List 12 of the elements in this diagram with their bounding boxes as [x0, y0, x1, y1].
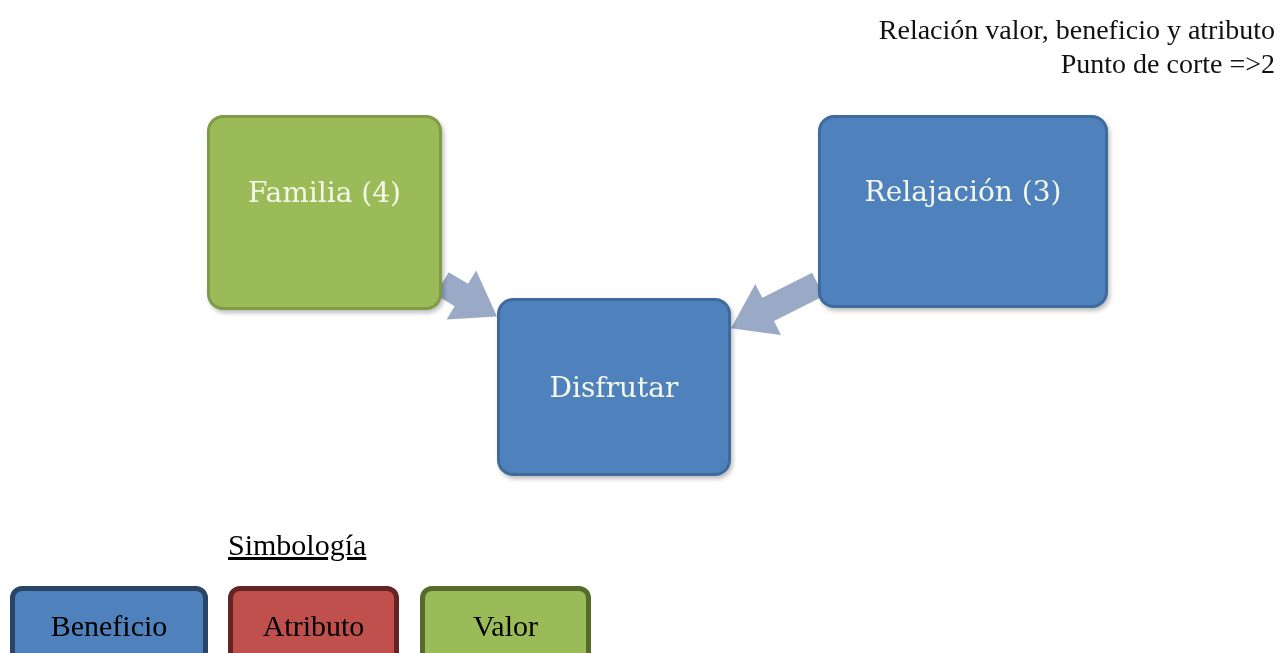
legend-text: Valor [473, 609, 538, 644]
cutoff-note: Punto de corte =>2 [1060, 48, 1275, 80]
legend-title: Simbología [228, 528, 367, 562]
legend-text: Atributo [262, 609, 365, 644]
rounded-box [818, 115, 1108, 308]
diagram-title: Relación valor, beneficio y atributo [878, 14, 1275, 46]
node-text: Disfrutar [549, 369, 679, 405]
rounded-box [497, 298, 731, 476]
node-text: Relajación (3) [864, 174, 1062, 209]
legend-text: Beneficio [50, 609, 168, 644]
node-text: Familia (4) [248, 175, 401, 210]
rounded-box [207, 115, 442, 310]
